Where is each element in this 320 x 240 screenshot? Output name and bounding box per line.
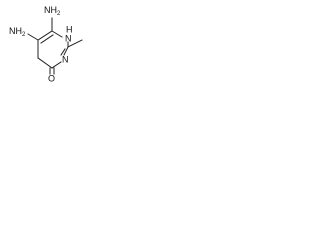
bond-c6-n1 — [51, 30, 63, 38]
bond-c2-methyl — [67, 39, 83, 48]
atom-label-nh2-left: NH2 — [9, 26, 26, 37]
bond-c5-nh2 — [27, 33, 39, 41]
atom-label-ring-h: H — [66, 24, 73, 34]
bond-c4-c5 — [37, 57, 53, 69]
atom-label-nh2-top: NH2 — [44, 5, 61, 16]
structure-canvas: NH2 NH2 H N N O — [0, 0, 102, 83]
bond-c2-n3 — [63, 46, 69, 56]
bond-n3-c4 — [51, 61, 62, 69]
atom-label-oxygen: O — [48, 73, 55, 83]
bond-c5-c6-double — [40, 34, 54, 44]
bond-c5-c6 — [37, 30, 53, 41]
chemical-structure-diagram: NH2 NH2 H N N O — [9, 5, 83, 83]
atom-label-ring-n: N — [62, 54, 69, 64]
atom-label-ring-nh-n: N — [65, 33, 72, 43]
bond-c2-n3-double — [60, 48, 66, 56]
